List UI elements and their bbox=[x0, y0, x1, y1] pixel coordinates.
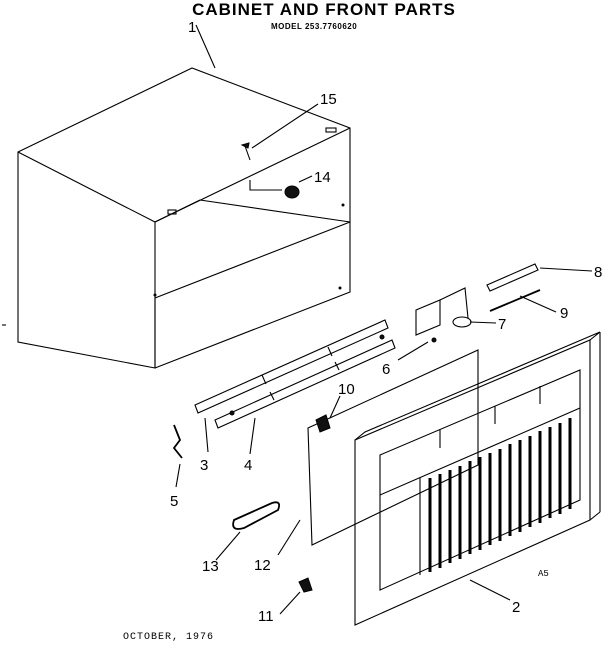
latch-part: 10 bbox=[315, 381, 355, 433]
callout-14: 14 bbox=[314, 169, 331, 186]
small-clip-part: 11 bbox=[258, 577, 313, 625]
rail-assembly-part: 3 4 bbox=[194, 319, 396, 474]
callout-13: 13 bbox=[202, 558, 219, 575]
callout-15: 15 bbox=[320, 91, 337, 108]
callout-5: 5 bbox=[170, 493, 178, 510]
callout-3: 3 bbox=[200, 457, 208, 474]
cabinet-part: 1 bbox=[17, 19, 351, 369]
callout-9: 9 bbox=[560, 305, 568, 322]
model-number: MODEL 253.7760620 bbox=[271, 22, 358, 31]
top-strip-part: 8 9 bbox=[486, 263, 602, 322]
callout-2: 2 bbox=[512, 599, 520, 616]
clip-part: 14 bbox=[249, 169, 331, 199]
callout-8: 8 bbox=[594, 264, 602, 281]
callout-7: 7 bbox=[498, 316, 506, 333]
bracket-part: 5 bbox=[170, 424, 183, 510]
callout-4: 4 bbox=[244, 457, 252, 474]
front-grille-part: 2 A5 bbox=[354, 331, 601, 626]
publication-date: OCTOBER, 1976 bbox=[123, 632, 215, 643]
callout-10: 10 bbox=[338, 381, 355, 398]
page-title: CABINET AND FRONT PARTS bbox=[192, 0, 456, 19]
callout-6: 6 bbox=[382, 361, 390, 378]
handle-part: 13 bbox=[202, 501, 281, 575]
figure-code: A5 bbox=[538, 569, 549, 579]
screw-part: 15 bbox=[240, 91, 337, 161]
panel-part: 12 bbox=[254, 349, 479, 574]
callout-1: 1 bbox=[188, 19, 196, 36]
mount-bracket-part: 7 6 bbox=[382, 287, 506, 378]
callout-12: 12 bbox=[254, 557, 271, 574]
callout-11: 11 bbox=[258, 608, 274, 625]
